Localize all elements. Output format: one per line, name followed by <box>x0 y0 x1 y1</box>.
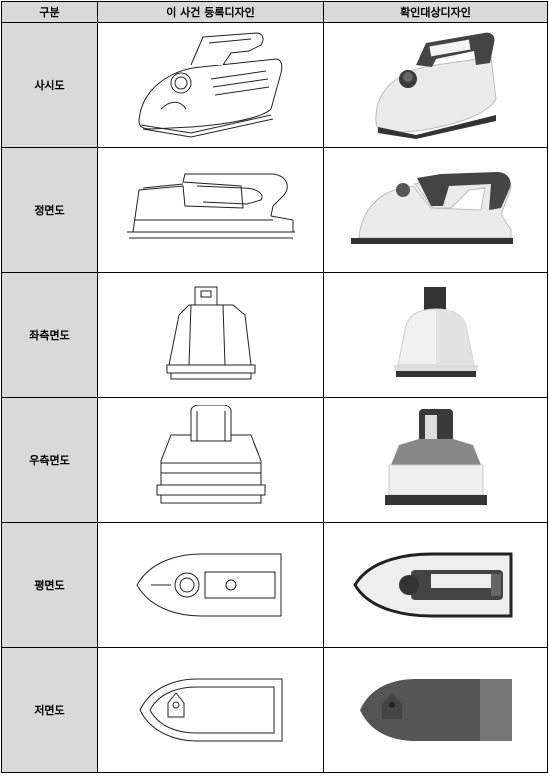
header-row: 구분 이 사건 등록디자인 확인대상디자인 <box>1 1 548 23</box>
row-label-left-side-view: 좌측면도 <box>1 272 98 398</box>
registered-bottom-drawing <box>97 647 324 773</box>
target-perspective-photo <box>323 22 548 148</box>
iron-perspective-photo <box>374 32 497 139</box>
header-target-design: 확인대상디자인 <box>323 1 548 23</box>
iron-perspective-line-drawing <box>137 32 282 138</box>
row-label-front-view: 정면도 <box>1 147 98 273</box>
row-bottom-view: 저면도 <box>1 647 548 773</box>
iron-bottom-line-drawing <box>138 678 282 742</box>
row-label-top-view: 평면도 <box>1 522 98 648</box>
header-registered-design: 이 사건 등록디자인 <box>97 1 324 23</box>
row-label-bottom-view: 저면도 <box>1 647 98 773</box>
iron-left-side-line-drawing <box>166 286 255 380</box>
registered-perspective-drawing <box>97 22 324 148</box>
iron-left-side-photo <box>393 287 478 377</box>
registered-front-drawing <box>97 147 324 273</box>
row-left-side-view: 좌측면도 <box>1 272 548 398</box>
registered-left-side-drawing <box>97 272 324 398</box>
target-left-side-photo <box>323 272 548 398</box>
iron-bottom-photo <box>359 679 512 741</box>
row-front-view: 정면도 <box>1 147 548 273</box>
iron-top-line-drawing <box>135 553 281 617</box>
row-top-view: 평면도 <box>1 522 548 648</box>
registered-right-side-drawing <box>97 397 324 523</box>
target-bottom-photo <box>323 647 548 773</box>
target-right-side-photo <box>323 397 548 523</box>
iron-front-photo <box>350 172 513 244</box>
registered-top-drawing <box>97 522 324 648</box>
header-category: 구분 <box>1 1 98 23</box>
target-front-photo <box>323 147 548 273</box>
row-perspective: 사시도 <box>1 22 548 148</box>
row-label-perspective: 사시도 <box>1 22 98 148</box>
iron-right-side-photo <box>384 409 487 505</box>
iron-front-line-drawing <box>126 173 295 239</box>
iron-top-photo <box>352 552 512 618</box>
row-label-right-side-view: 우측면도 <box>1 397 98 523</box>
row-right-side-view: 우측면도 <box>1 397 548 523</box>
iron-right-side-line-drawing <box>156 405 265 504</box>
target-top-photo <box>323 522 548 648</box>
